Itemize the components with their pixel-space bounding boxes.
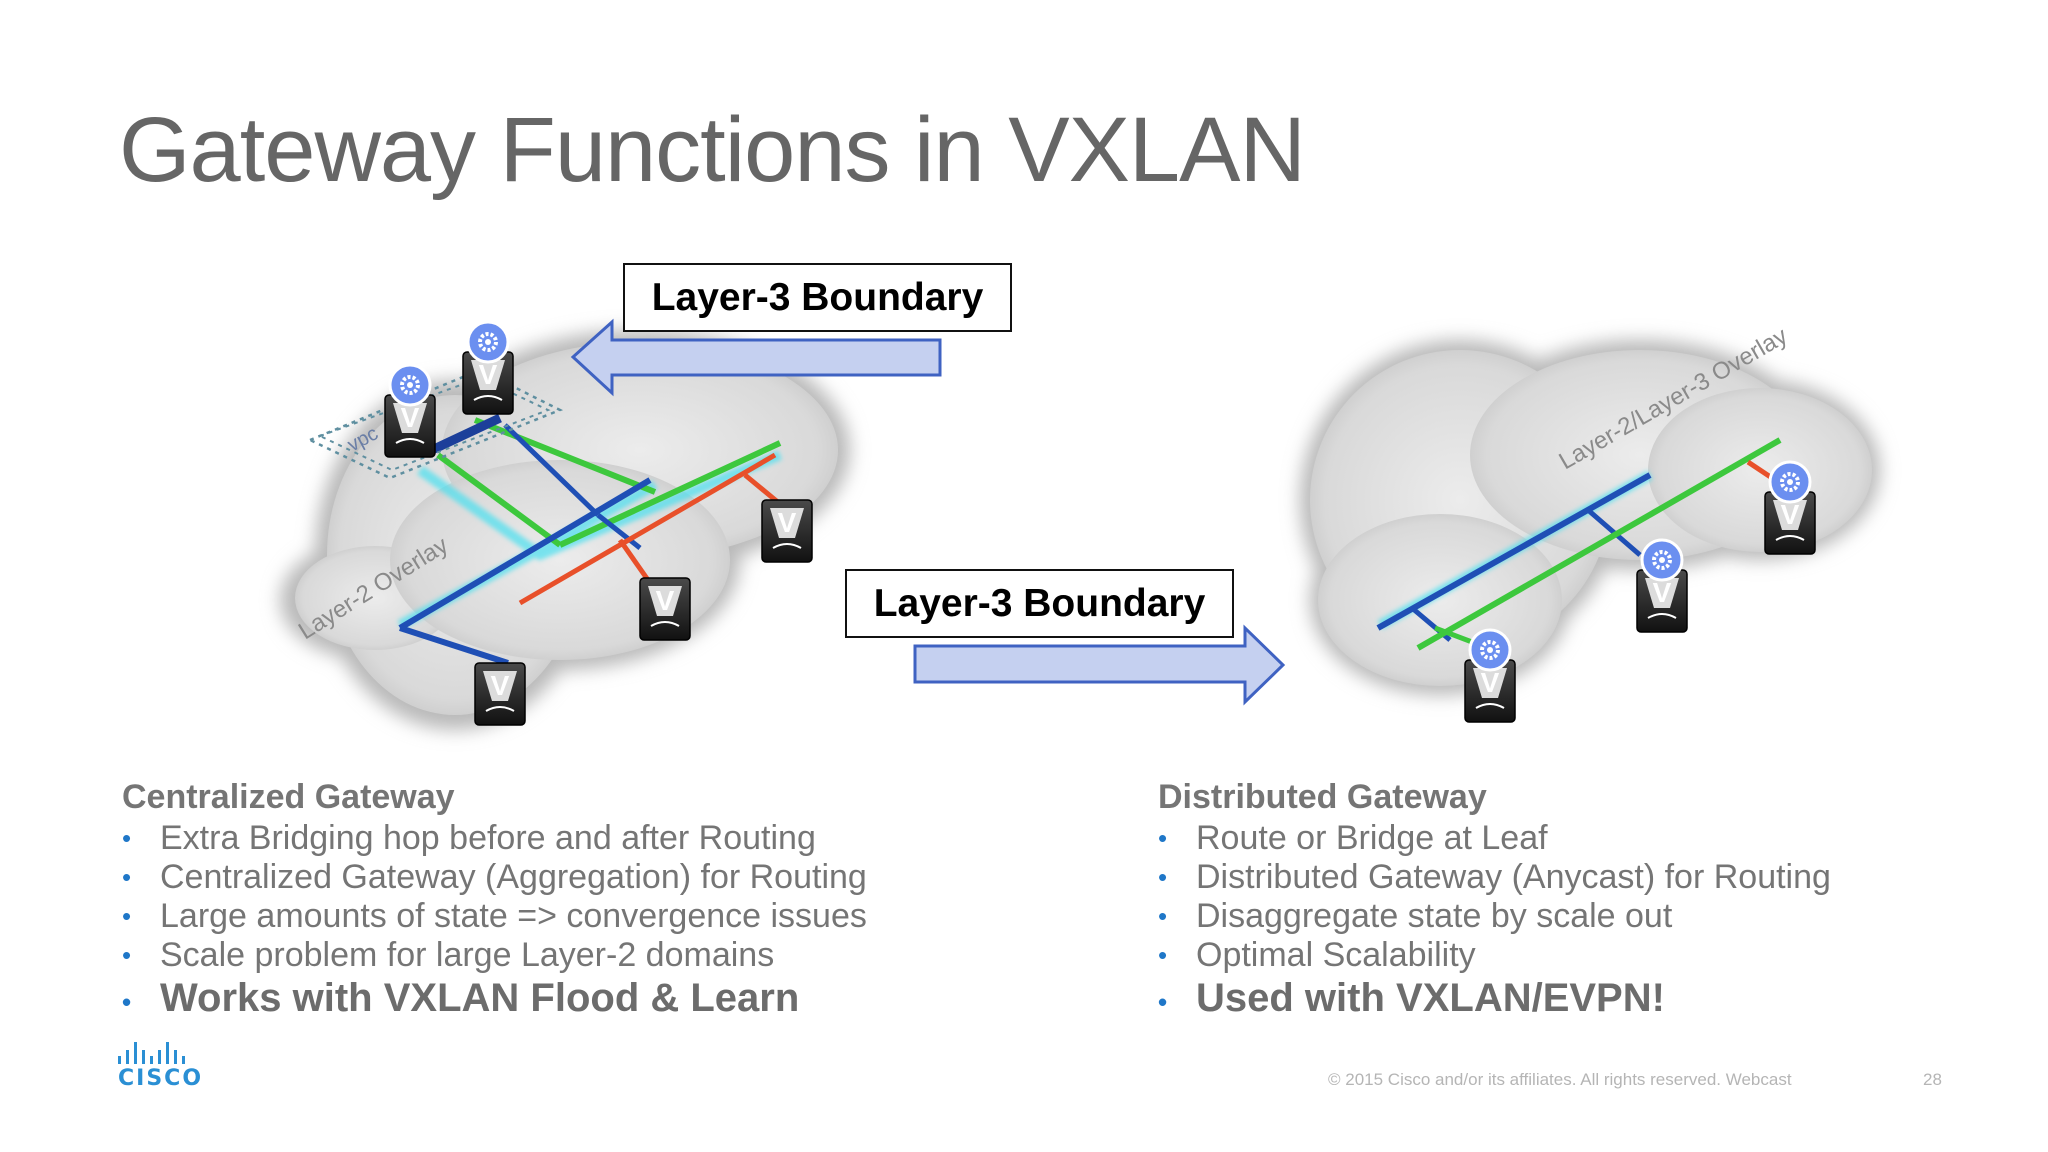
list-item-emphasis: •Works with VXLAN Flood & Learn <box>122 975 867 1021</box>
svg-text:V: V <box>491 670 510 701</box>
list-item: •Optimal Scalability <box>1158 936 1476 974</box>
vtep-gateway-switch-icon: V <box>1764 460 1816 555</box>
bullet-icon: • <box>1158 823 1168 853</box>
bullet-icon: • <box>1158 901 1168 931</box>
list-item-emphasis: •Used with VXLAN/EVPN! <box>1158 975 1831 1021</box>
distributed-gateway-heading: Distributed Gateway <box>1158 778 1487 816</box>
right-links <box>1376 437 1792 651</box>
bullet-icon: • <box>122 823 132 853</box>
vtep-gateway-switch-icon: V <box>384 363 436 458</box>
vtep-gateway-switch-icon: V <box>462 320 514 415</box>
network-diagram: vpc Layer-2 Overlay Layer-2/Layer-3 Over… <box>280 318 1880 730</box>
svg-text:V: V <box>401 402 420 433</box>
centralized-gateway-list: •Extra Bridging hop before and after Rou… <box>122 819 867 1021</box>
layer3-boundary-callout-top: Layer-3 Boundary <box>623 263 1012 332</box>
vtep-switch-icon: V <box>639 577 691 641</box>
copyright-footer: © 2015 Cisco and/or its affiliates. All … <box>1328 1070 1792 1089</box>
bullet-icon: • <box>122 901 132 931</box>
left-links <box>397 413 787 666</box>
bullet-icon: • <box>1158 940 1168 970</box>
layer3-boundary-callout-middle: Layer-3 Boundary <box>845 569 1234 638</box>
list-item: •Distributed Gateway (Anycast) for Routi… <box>1158 858 1831 896</box>
cisco-logo: CISCO <box>118 1040 203 1091</box>
cisco-bars-icon <box>118 1040 203 1064</box>
gateway-gear-icon <box>466 320 510 364</box>
list-item: •Large amounts of state => convergence i… <box>122 897 867 935</box>
vtep-gateway-switch-icon: V <box>1464 628 1516 723</box>
left-cloud <box>280 330 850 730</box>
list-item: •Disaggregate state by scale out <box>1158 897 1673 935</box>
bullet-icon: • <box>122 987 132 1017</box>
slide-title: Gateway Functions in VXLAN <box>119 99 1306 201</box>
svg-text:V: V <box>656 585 675 616</box>
gateway-gear-icon <box>1640 538 1684 582</box>
bullet-icon: • <box>1158 987 1168 1017</box>
list-item: •Scale problem for large Layer-2 domains <box>122 936 775 974</box>
centralized-gateway-section: Centralized Gateway •Extra Bridging hop … <box>122 778 867 1021</box>
gateway-gear-icon <box>388 363 432 407</box>
list-item: •Extra Bridging hop before and after Rou… <box>122 819 816 857</box>
svg-text:V: V <box>1781 499 1800 530</box>
vtep-switch-icon: V <box>761 499 813 563</box>
svg-text:V: V <box>778 507 797 538</box>
list-item: •Centralized Gateway (Aggregation) for R… <box>122 858 867 896</box>
arrow-right <box>913 624 1286 706</box>
centralized-gateway-heading: Centralized Gateway <box>122 778 455 816</box>
vtep-switch-icon: V <box>474 662 526 726</box>
distributed-gateway-list: •Route or Bridge at Leaf •Distributed Ga… <box>1158 819 1831 1021</box>
list-item: •Route or Bridge at Leaf <box>1158 819 1548 857</box>
bullet-icon: • <box>122 862 132 892</box>
distributed-gateway-section: Distributed Gateway •Route or Bridge at … <box>1158 778 1831 1021</box>
svg-text:V: V <box>479 359 498 390</box>
svg-text:V: V <box>1481 667 1500 698</box>
page-number: 28 <box>1923 1070 1942 1089</box>
arrow-left <box>570 318 942 397</box>
vtep-gateway-switch-icon: V <box>1636 538 1688 633</box>
svg-text:V: V <box>1653 577 1672 608</box>
bullet-icon: • <box>1158 862 1168 892</box>
gateway-gear-icon <box>1468 628 1512 672</box>
gateway-gear-icon <box>1768 460 1812 504</box>
bullet-icon: • <box>122 940 132 970</box>
cisco-wordmark: CISCO <box>118 1066 204 1091</box>
